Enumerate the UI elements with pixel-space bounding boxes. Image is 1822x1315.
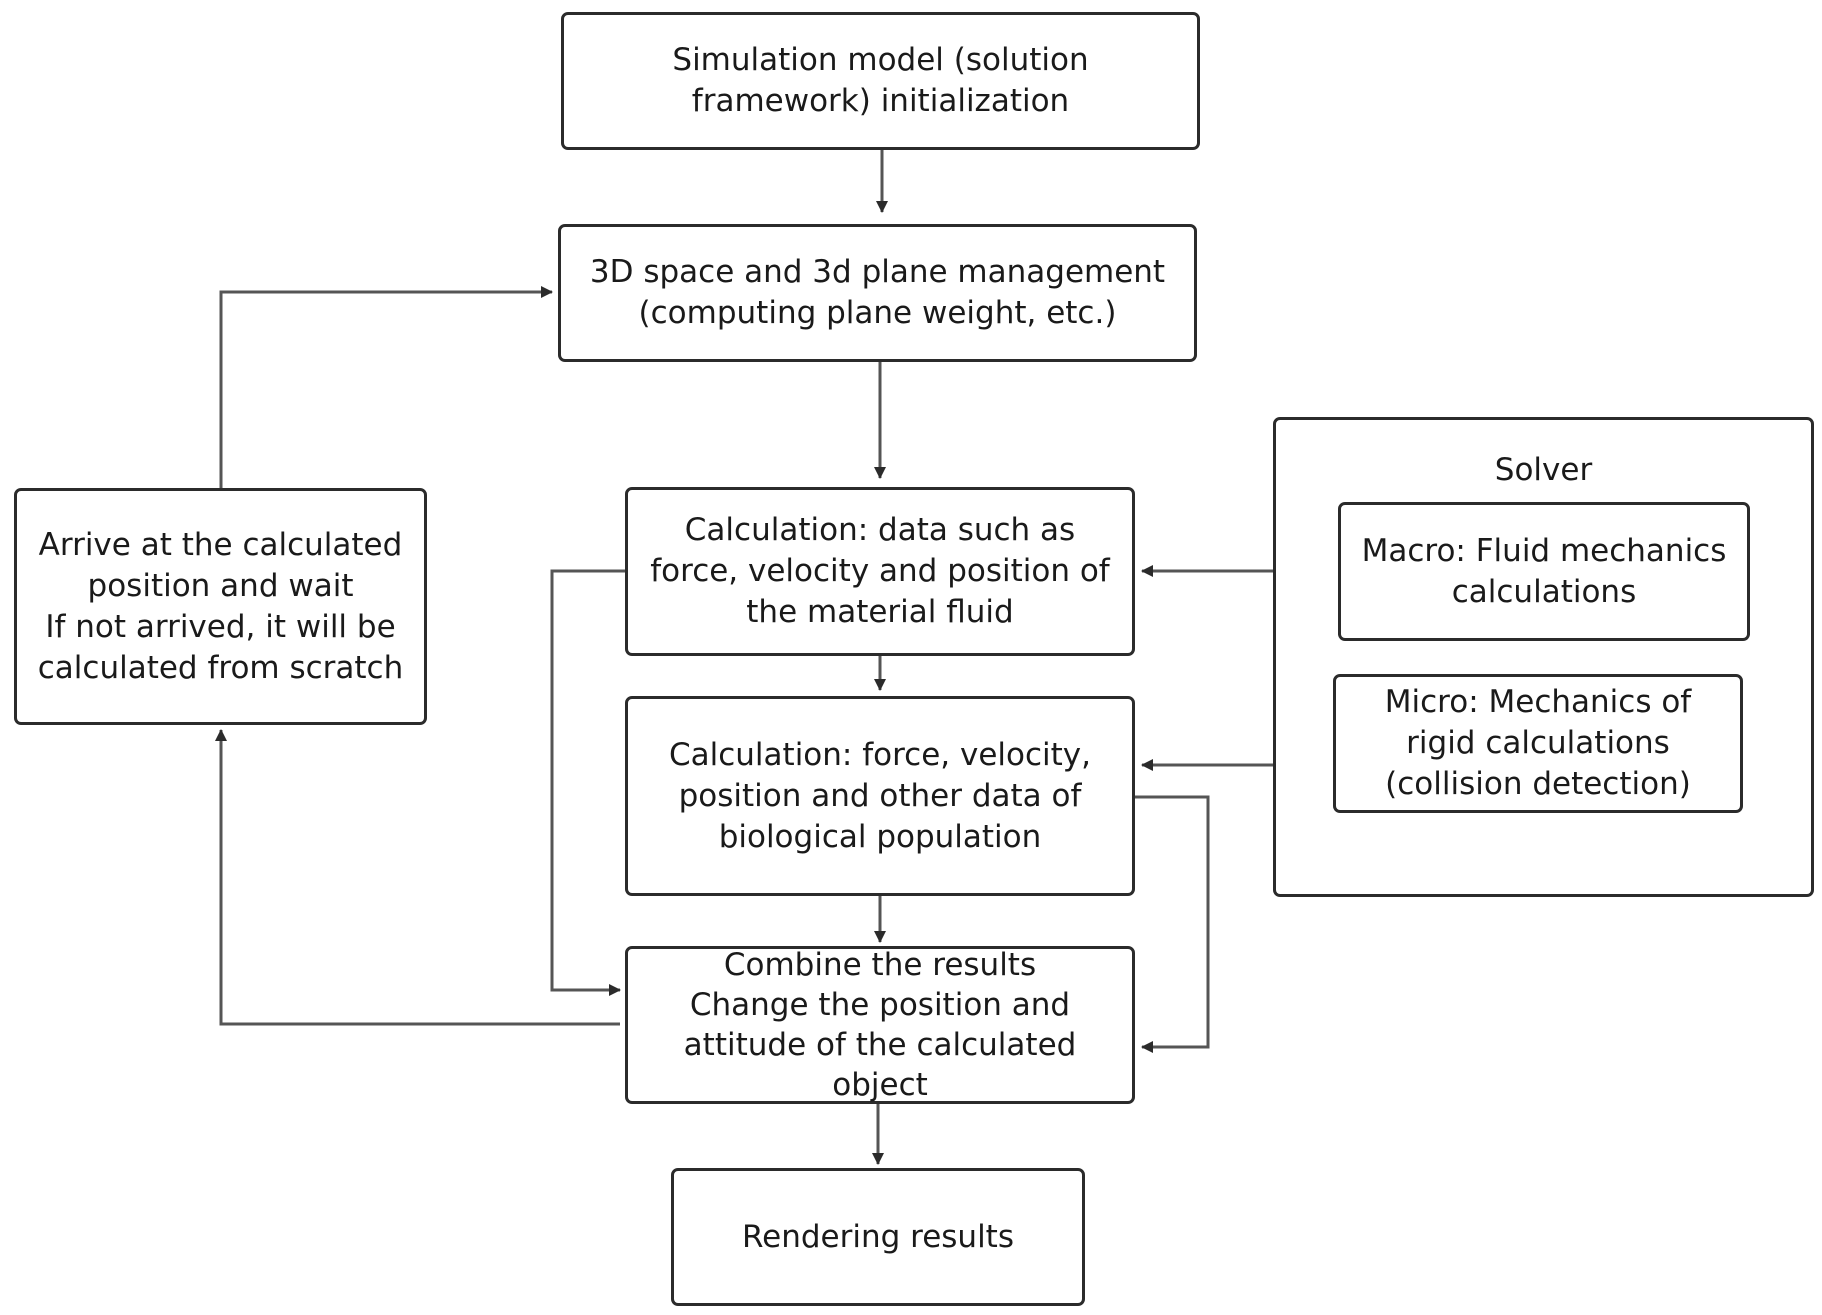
space-node: 3D space and 3d plane management (comput… xyxy=(558,224,1197,362)
macro-label: Macro: Fluid mechanics calculations xyxy=(1361,532,1727,610)
fluid-label: Calculation: data such as force, velocit… xyxy=(650,512,1110,630)
combine-node: Combine the results Change the position … xyxy=(625,946,1135,1104)
fluid-node: Calculation: data such as force, velocit… xyxy=(625,487,1135,656)
micro-node: Micro: Mechanics of rigid calculations (… xyxy=(1333,674,1743,813)
render-node: Rendering results xyxy=(671,1168,1085,1306)
bio-label: Calculation: force, velocity, position a… xyxy=(668,736,1091,855)
space-label: 3D space and 3d plane management (comput… xyxy=(589,254,1166,331)
micro-label: Micro: Mechanics of rigid calculations (… xyxy=(1384,684,1692,802)
bio-node: Calculation: force, velocity, position a… xyxy=(625,696,1135,896)
macro-node: Macro: Fluid mechanics calculations xyxy=(1338,502,1750,641)
edge-bio-to-combine-side xyxy=(1135,795,1210,1053)
solver-group: Solver xyxy=(1273,417,1814,897)
wait-label: Arrive at the calculated position and wa… xyxy=(37,526,404,686)
render-label: Rendering results xyxy=(741,1218,1014,1255)
combine-label: Combine the results Change the position … xyxy=(683,947,1077,1103)
wait-node: Arrive at the calculated position and wa… xyxy=(14,488,427,725)
init-node: Simulation model (solution framework) in… xyxy=(561,12,1200,150)
edge-wait-to-space xyxy=(219,286,553,488)
solver-title: Solver xyxy=(1494,452,1593,488)
edge-fluid-to-combine xyxy=(550,569,626,996)
init-label: Simulation model (solution framework) in… xyxy=(672,42,1089,119)
edge-combine-to-wait xyxy=(215,729,620,1026)
